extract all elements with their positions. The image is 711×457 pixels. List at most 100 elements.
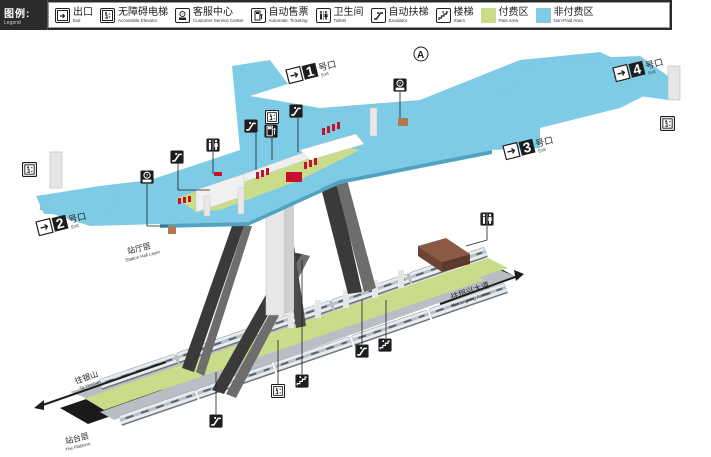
legend-label-zh: 出口	[73, 6, 93, 18]
toilet-icon	[315, 7, 331, 23]
toilet-room-side	[418, 246, 442, 272]
service-box	[398, 118, 408, 126]
service-counter	[299, 133, 365, 161]
exit-1-tag: 1 号口 Exit	[285, 59, 337, 85]
platform-column	[288, 310, 294, 328]
escalator-icon	[370, 7, 386, 23]
exit-label-zh: 号口	[534, 135, 554, 149]
central-column-side	[284, 194, 294, 315]
legend-title: 图例: Legend	[0, 0, 48, 30]
fare-gates-east	[322, 122, 340, 135]
paid-area-swatch	[480, 7, 496, 23]
service-icon	[140, 170, 154, 184]
elevator-icon	[660, 116, 675, 131]
exit-number-box	[301, 62, 319, 80]
exit-3-tag: 3 号口 Exit	[502, 135, 554, 161]
concourse-level-label: 站厅层 Station Hall Layer	[125, 240, 161, 262]
ticket-machine-icon	[250, 7, 266, 23]
platform-column	[343, 290, 349, 308]
legend-title-zh: 图例:	[4, 8, 31, 20]
exit-label-en: Exit	[538, 147, 547, 154]
ticket-machine-red	[214, 172, 222, 176]
station-diagram: ?	[22, 46, 681, 452]
service-icon	[393, 78, 407, 92]
platform-column	[258, 320, 264, 338]
escalator-shaft	[318, 176, 362, 294]
escalator-shaft	[182, 226, 244, 372]
legend-label-zh: 楼梯	[453, 6, 474, 18]
exit-2-tag: 2 号口 Exit	[35, 211, 87, 237]
escalator-icon	[170, 150, 184, 164]
vertical-connections	[182, 176, 376, 398]
legend-label-en: Paid Area	[498, 17, 519, 23]
legend-label-en: Exit	[73, 17, 81, 23]
exit-label-en: Exit	[648, 69, 657, 76]
elevator-icon	[265, 110, 279, 124]
legend-title-en: Legend	[4, 19, 21, 26]
elevator-tower-east	[667, 65, 681, 101]
elevator-tower-west	[49, 151, 63, 189]
platform-column	[315, 300, 321, 318]
stairs-icon	[435, 7, 451, 23]
escalator-shaft	[334, 176, 376, 292]
exit-number-box	[628, 60, 646, 78]
legend-label-zh: 客服中心	[193, 6, 233, 18]
legend-label-en: Non-Paid Area	[553, 17, 583, 23]
stairs-icon	[378, 338, 392, 352]
exit-number: 1	[304, 62, 316, 79]
legend-label-zh: 无障碍电梯	[118, 6, 168, 18]
toilet-icon	[480, 212, 494, 226]
central-column	[265, 199, 285, 316]
exit-label-zh: 号口	[317, 59, 337, 73]
legend-label-en: Automatic Ticketing	[268, 17, 308, 23]
legend-label-en: Stairs	[453, 17, 466, 23]
arrow-left-icon	[34, 400, 44, 410]
elevator-icon	[271, 384, 285, 398]
service-icon: ?	[175, 7, 190, 23]
legend-label-zh: 卫生间	[333, 6, 364, 18]
legend-label-zh: 自动售票	[268, 6, 309, 18]
concourse-column	[237, 187, 245, 215]
legend-label-zh: 付费区	[498, 6, 529, 18]
exit-4-tag: 4 号口 Exit	[612, 57, 664, 83]
fare-gates-west	[178, 196, 191, 204]
escalator-icon	[355, 344, 369, 358]
exit-number: 2	[54, 214, 66, 231]
platform-level-label: 站台层 The Platform	[64, 430, 91, 452]
elevator-icon	[100, 7, 115, 23]
service-box	[168, 226, 176, 234]
legend-label-zh: 非付费区	[553, 6, 594, 18]
escalator-shaft	[196, 226, 252, 376]
arrow-right-icon	[514, 270, 524, 281]
exit-number-box	[518, 138, 536, 156]
concourse-edge	[160, 150, 492, 228]
platform-level	[60, 238, 514, 427]
compass-circle	[413, 46, 429, 62]
exit-number: 3	[521, 138, 533, 155]
exit-number: 4	[631, 60, 643, 77]
escalator-icon	[209, 414, 223, 428]
fare-gates-center	[256, 158, 317, 182]
ticket-machine-icon	[264, 124, 278, 138]
exit-label-zh: 号口	[67, 211, 87, 225]
non-paid-area-swatch	[535, 7, 551, 23]
escalator-icon	[244, 119, 258, 133]
exit-icon	[55, 7, 70, 23]
elevator-icon	[22, 162, 37, 177]
toilet-room	[418, 238, 470, 262]
concourse-column	[369, 107, 378, 137]
legend-label-en: Accessible Elevator	[118, 17, 158, 23]
platform-label-en: The Platform	[65, 441, 91, 452]
concourse-west-lobby	[36, 186, 140, 214]
platform-column	[398, 270, 404, 288]
